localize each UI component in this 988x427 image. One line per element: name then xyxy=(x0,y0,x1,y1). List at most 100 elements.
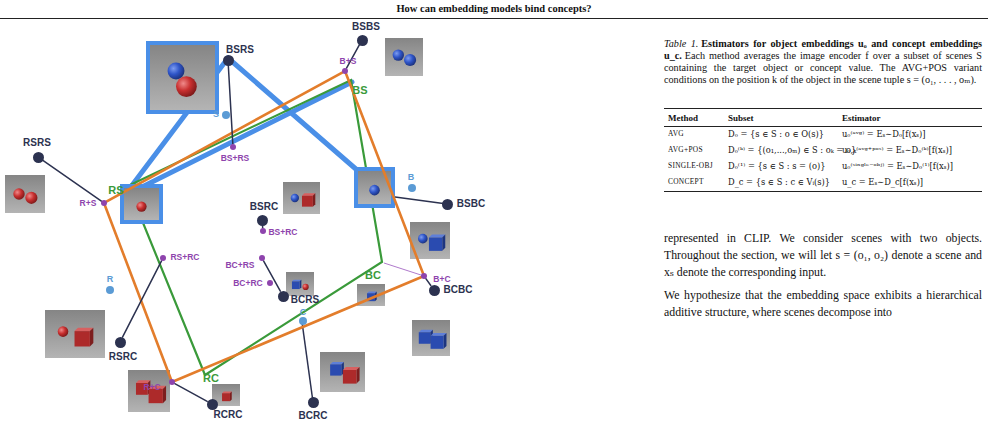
scene-background xyxy=(320,352,365,392)
leader-line xyxy=(302,322,313,402)
point-label: S xyxy=(213,110,219,119)
highlight-frames xyxy=(122,43,393,222)
point-label: C xyxy=(300,308,307,317)
cube-front xyxy=(343,370,357,384)
table-header: Estimator xyxy=(842,114,881,123)
concept-point: S xyxy=(222,111,230,119)
point-label: RCRC xyxy=(214,410,243,420)
sum-edge xyxy=(346,74,423,273)
cube-front xyxy=(75,331,90,346)
table-cell: u_c = Eₛ∼D_c[f(xₛ)] xyxy=(842,178,923,186)
table-header: Subset xyxy=(728,114,754,123)
sum-edge xyxy=(105,206,171,379)
table-cell: CONCEPT xyxy=(668,178,704,185)
cube-side xyxy=(230,391,232,401)
point-label: BS+RC xyxy=(268,228,297,237)
table-cell: uₒ⁽ˢⁱⁿᵍˡᵉ⁻ᵒᵇʲ⁾ = Eₛ∼Dₒ⁽¹⁾[f(xₛ)] xyxy=(842,162,953,170)
subspace-label: RS xyxy=(108,185,123,196)
table-cell: D_c = {s ∈ S : c ∈ Vᵢ(s)} xyxy=(728,178,830,186)
scene-thumbnail xyxy=(5,175,45,213)
table-rule xyxy=(664,108,982,109)
scene-point: BSRC xyxy=(257,215,268,226)
scene-thumbnail xyxy=(124,188,159,220)
sum-point: R+S xyxy=(101,200,107,206)
sphere-object xyxy=(404,54,416,66)
sum-point: BS+RC xyxy=(260,228,266,234)
table-cell: AVG+POS xyxy=(668,146,703,153)
point-label: BSBC xyxy=(457,199,485,209)
highlight-frame xyxy=(148,43,217,112)
scene-point: BSRS xyxy=(223,55,234,66)
cube-front xyxy=(330,364,341,375)
point-label: BS+RS xyxy=(221,154,250,163)
cube-side xyxy=(90,328,93,347)
scene-thumbnail xyxy=(128,370,170,412)
sphere-object xyxy=(176,76,197,97)
cube-front xyxy=(419,332,431,344)
header-rule xyxy=(0,18,988,19)
sum-edge xyxy=(107,73,342,202)
scene-point: BCRC xyxy=(308,397,319,408)
body-text: represented in CLIP. We consider scenes … xyxy=(664,230,982,327)
projection-edge xyxy=(228,65,232,143)
sum-edge xyxy=(175,277,421,381)
sum-point: R+C xyxy=(169,379,175,385)
table-cell: uₒ,ₖ⁽ᵃᵛᵍ⁺ᵖᵒˢ⁾ = Eₛ∼Dₒ⁽ᵏ⁾[f(xₛ)] xyxy=(842,146,952,154)
table-cell: Dₒ⁽ᵏ⁾ = {(o₁,...,oₘ) ∈ S : oₖ = o} xyxy=(728,146,856,154)
projection-edge xyxy=(264,261,281,291)
cube-side xyxy=(163,386,166,403)
sphere-object xyxy=(168,63,185,80)
point-label: B+S xyxy=(340,57,357,66)
scene-thumbnail xyxy=(283,182,320,214)
scene-background xyxy=(124,188,159,220)
subspace-label: RC xyxy=(203,373,219,384)
point-label: R+S xyxy=(80,199,97,208)
point-label: RSRS xyxy=(23,138,51,148)
scene-thumbnail xyxy=(286,272,314,296)
sphere-object xyxy=(291,194,299,202)
sum-point: B+C xyxy=(421,273,427,279)
point-label: R+C xyxy=(143,383,160,392)
cube-side xyxy=(313,193,315,206)
green-quadrilateral xyxy=(128,80,382,375)
cube-side xyxy=(300,280,302,289)
point-label: BC+RS xyxy=(225,261,254,270)
scene-point: BSBS xyxy=(357,35,368,46)
cube-front xyxy=(292,281,300,289)
scene-point: RSRC xyxy=(115,337,126,348)
caption-text: Each method averages the image encoder f… xyxy=(664,50,982,85)
table-cell: Dₒ = {s ∈ S : o ∈ O(s)} xyxy=(728,130,824,138)
cube-side xyxy=(442,235,445,251)
table-cell: Dₒ⁽¹⁾ = {s ∈ S : s = (o)} xyxy=(728,162,825,170)
sphere-object xyxy=(418,234,428,244)
sphere-object xyxy=(25,192,37,204)
scene-thumbnail xyxy=(412,320,450,356)
concept-point: R xyxy=(106,286,114,294)
sphere-object xyxy=(302,284,308,290)
caption-number: Table 1. xyxy=(664,38,698,49)
point-label: BCBC xyxy=(444,285,473,295)
point-label: B+C xyxy=(433,275,450,284)
table-rule xyxy=(664,126,982,127)
scene-thumbnail xyxy=(385,38,423,76)
cube-front xyxy=(429,238,442,251)
sphere-object xyxy=(393,49,404,60)
subspace-label: BC xyxy=(365,270,381,281)
sphere-object xyxy=(58,326,69,337)
sum-point: RS+RC xyxy=(160,255,166,261)
scene-background xyxy=(45,310,105,358)
scene-thumbnails xyxy=(5,38,450,412)
scene-thumbnail xyxy=(45,310,105,358)
scene-point: RSRS xyxy=(33,152,44,163)
point-label: B xyxy=(408,173,415,182)
leader-line xyxy=(384,263,424,276)
point-label: BSBS xyxy=(352,22,380,32)
point-label: BC+RC xyxy=(233,279,263,288)
scene-point: BSBC xyxy=(442,199,453,210)
scene-background xyxy=(5,175,45,213)
sum-point: B+S xyxy=(342,68,348,74)
scene-background xyxy=(128,370,170,412)
scene-background xyxy=(283,182,320,214)
table-cell: AVG xyxy=(668,130,684,137)
